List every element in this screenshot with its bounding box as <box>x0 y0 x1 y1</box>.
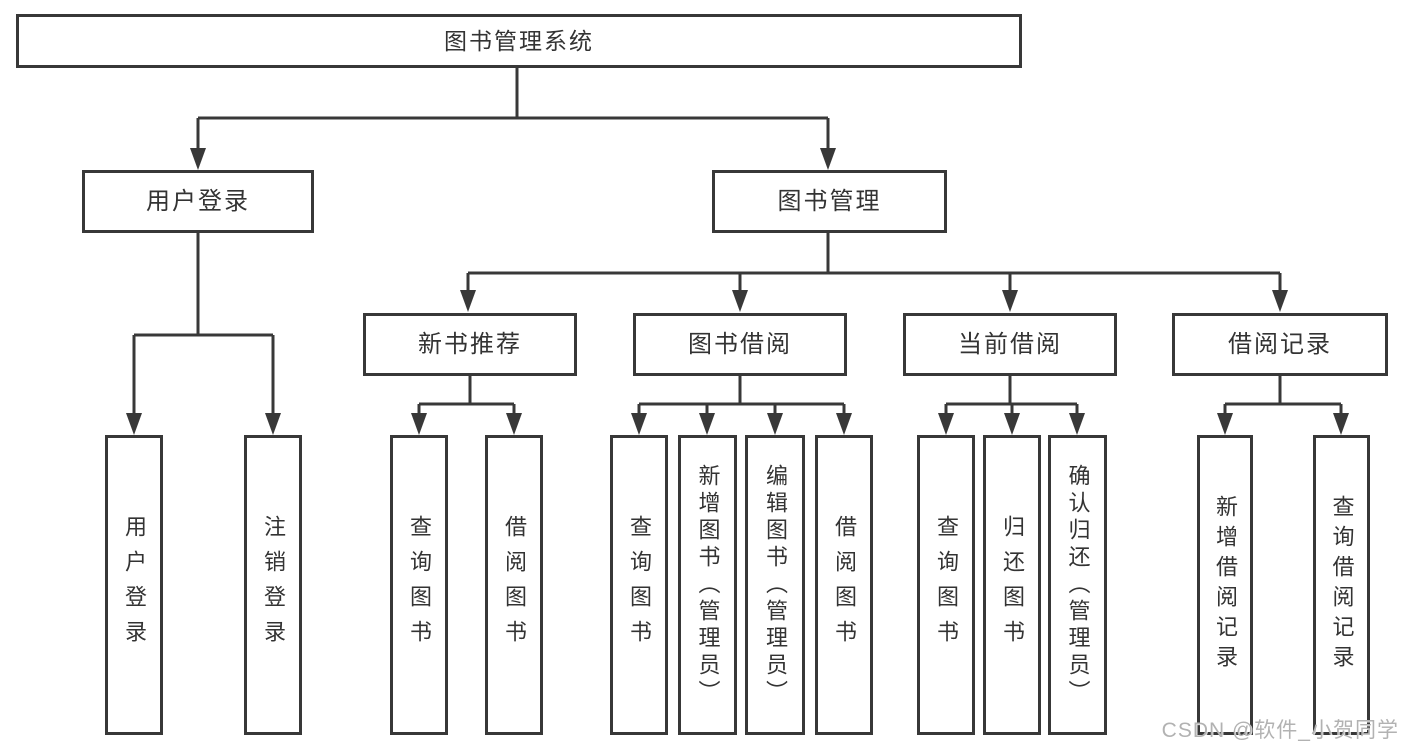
leaf-query-books-borrow: 查询图书 <box>610 435 668 735</box>
node-label: 新书推荐 <box>418 330 522 358</box>
node-label: 查询图书 <box>934 515 959 655</box>
node-label: 查询借阅记录 <box>1329 495 1355 675</box>
leaf-return-books: 归还图书 <box>983 435 1041 735</box>
watermark-text: CSDN @软件_小贺同学 <box>1161 719 1399 742</box>
node-library-management-system: 图书管理系统 <box>16 14 1022 68</box>
node-book-borrowing: 图书借阅 <box>633 313 847 376</box>
node-user-login: 用户登录 <box>82 170 314 233</box>
node-label: 编辑图书（管理员） <box>763 463 788 707</box>
node-book-management: 图书管理 <box>712 170 947 233</box>
leaf-edit-books-admin: 编辑图书（管理员） <box>745 435 805 735</box>
leaf-query-borrow-record: 查询借阅记录 <box>1313 435 1370 735</box>
node-label: 图书借阅 <box>688 330 792 358</box>
node-current-borrowing: 当前借阅 <box>903 313 1117 376</box>
node-label: 借阅图书 <box>832 515 857 655</box>
node-label: 借阅图书 <box>502 515 527 655</box>
node-label: 借阅记录 <box>1228 330 1332 358</box>
node-label: 注销登录 <box>261 515 286 655</box>
leaf-query-books-current: 查询图书 <box>917 435 975 735</box>
leaf-borrow-books-borrow: 借阅图书 <box>815 435 873 735</box>
leaf-borrow-books-recommend: 借阅图书 <box>485 435 543 735</box>
leaf-logout-login: 注销登录 <box>244 435 302 735</box>
leaf-user-login: 用户登录 <box>105 435 163 735</box>
node-borrowing-records: 借阅记录 <box>1172 313 1388 376</box>
leaf-query-books-recommend: 查询图书 <box>390 435 448 735</box>
leaf-add-books-admin: 新增图书（管理员） <box>678 435 737 735</box>
node-label: 当前借阅 <box>958 330 1062 358</box>
node-label: 查询图书 <box>407 515 432 655</box>
leaf-confirm-return-admin: 确认归还（管理员） <box>1048 435 1107 735</box>
leaf-add-borrow-record: 新增借阅记录 <box>1197 435 1253 735</box>
node-label: 新增借阅记录 <box>1213 495 1238 675</box>
node-new-book-recommendation: 新书推荐 <box>363 313 577 376</box>
node-label: 新增图书（管理员） <box>695 463 721 707</box>
node-label: 图书管理 <box>777 187 882 215</box>
node-label: 图书管理系统 <box>444 27 594 54</box>
node-label: 用户登录 <box>146 187 250 215</box>
node-label: 查询图书 <box>627 515 652 655</box>
node-label: 归还图书 <box>1000 515 1025 655</box>
node-label: 确认归还（管理员） <box>1065 463 1091 707</box>
node-label: 用户登录 <box>122 515 147 655</box>
